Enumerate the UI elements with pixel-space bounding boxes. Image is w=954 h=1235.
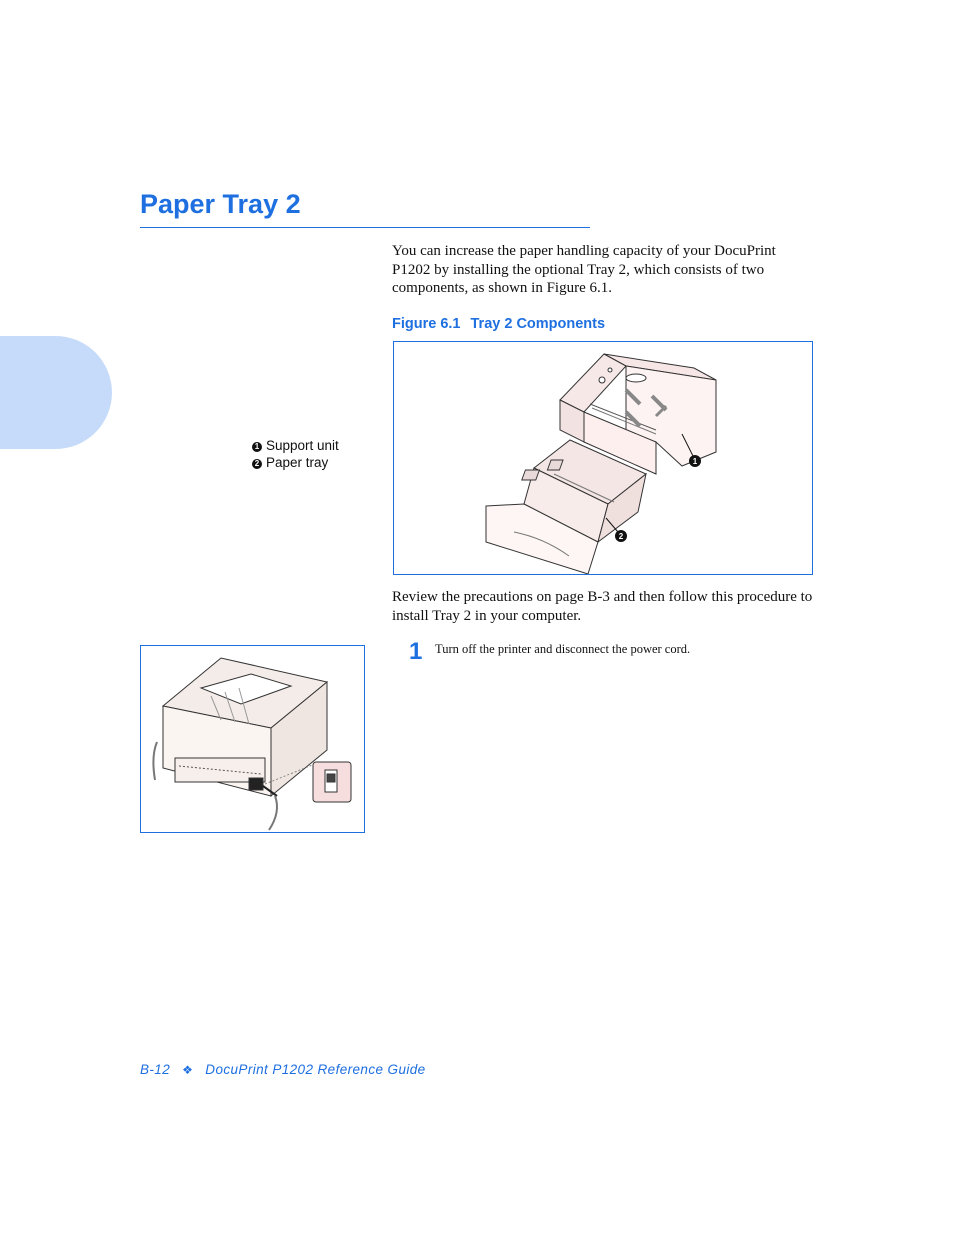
figure-caption: Figure 6.1 Tray 2 Components (392, 316, 605, 332)
legend-number-2: 2 (252, 459, 262, 469)
figure-legend: 1 Support unit 2 Paper tray (252, 437, 339, 471)
legend-label-paper-tray: Paper tray (266, 455, 329, 470)
legend-item-support-unit: 1 Support unit (252, 437, 339, 454)
step-text: Turn off the printer and disconnect the … (435, 642, 691, 656)
footer-guide-title: DocuPrint P1202 Reference Guide (205, 1062, 426, 1077)
legend-number-1: 1 (252, 442, 262, 452)
step-number: 1 (409, 638, 423, 665)
legend-item-paper-tray: 2 Paper tray (252, 454, 339, 471)
tray-components-illustration: 1 2 (485, 353, 717, 574)
chapter-tab (0, 336, 112, 449)
callout-2-label: 2 (619, 532, 624, 541)
support-unit-drawing (559, 353, 717, 475)
figure-tray-components: 1 2 (393, 341, 813, 575)
footer-separator: ❖ (182, 1063, 194, 1077)
footer-page-number: B-12 (140, 1062, 171, 1077)
printer-side (270, 680, 328, 798)
title-rule (140, 227, 590, 228)
paper-tray-drawing (485, 439, 647, 574)
callout-line-1 (681, 433, 695, 459)
page-footer: B-12 ❖ DocuPrint P1202 Reference Guide (140, 1062, 426, 1077)
page-title: Paper Tray 2 (140, 189, 301, 219)
printer-power-illustration (152, 657, 352, 831)
callout-1-label: 1 (693, 457, 698, 466)
figure-printer-power (140, 645, 365, 833)
callout-line-2 (605, 517, 619, 533)
callout-1-marker (689, 455, 701, 467)
review-paragraph: Review the precautions on page B-3 and t… (392, 589, 813, 624)
figure-title: Tray 2 Components (470, 316, 606, 332)
intro-paragraph: You can increase the paper handling capa… (392, 243, 776, 296)
figure-number: Figure 6.1 (392, 316, 461, 332)
legend-label-support-unit: Support unit (266, 438, 339, 453)
callout-2-marker (615, 530, 627, 542)
